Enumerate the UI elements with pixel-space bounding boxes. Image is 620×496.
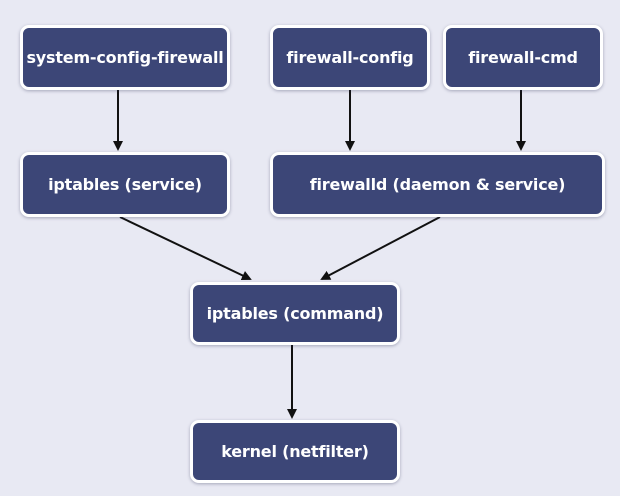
node-firewall-config: firewall-config [270, 25, 430, 90]
edge-firewalld-to-iptables-command [320, 216, 441, 280]
node-firewalld: firewalld (daemon & service) [270, 152, 605, 217]
node-firewall-cmd: firewall-cmd [443, 25, 603, 90]
node-system-config-firewall: system-config-firewall [20, 25, 230, 90]
edge-iptables-service-to-iptables-command [119, 216, 252, 281]
node-kernel-netfilter: kernel (netfilter) [190, 420, 400, 483]
node-iptables-service: iptables (service) [20, 152, 230, 217]
node-iptables-command: iptables (command) [190, 282, 400, 345]
